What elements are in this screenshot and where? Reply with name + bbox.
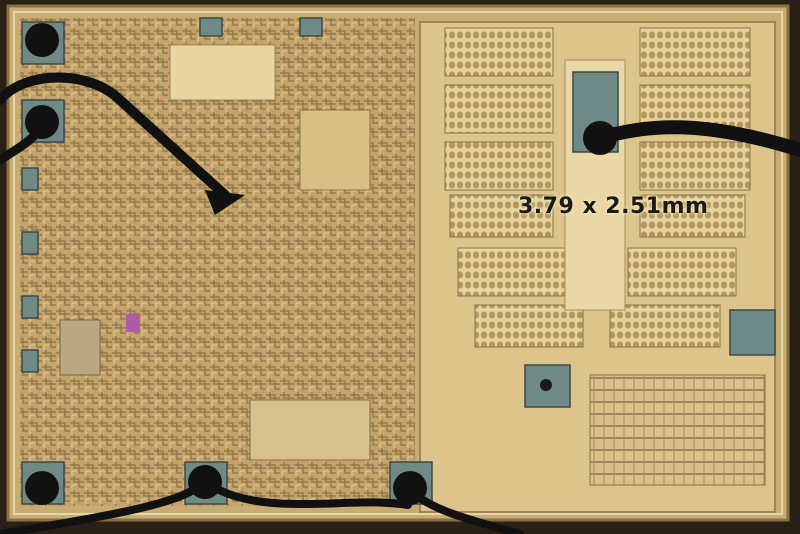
wire-bond-balls (25, 23, 617, 505)
wire-wedge (205, 190, 245, 215)
dimension-label: 3.79 x 2.51mm (518, 194, 709, 219)
metal-block (169, 44, 276, 101)
output-transistor-array (444, 27, 751, 348)
magenta-cell (126, 314, 140, 332)
lower-transistor-block (589, 374, 766, 486)
